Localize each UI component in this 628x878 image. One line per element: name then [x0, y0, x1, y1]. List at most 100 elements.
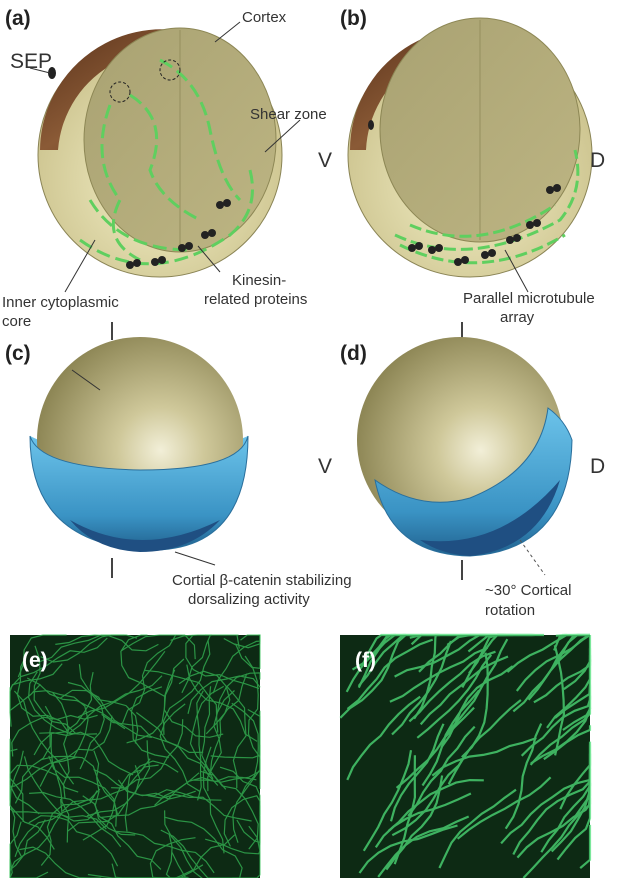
microtubule-fiber — [39, 731, 134, 776]
label-cortex: Cortex — [242, 9, 287, 26]
label-inner-core-1: Inner cytoplasmic — [2, 294, 119, 311]
panel-label-a: (a) — [5, 7, 31, 30]
microtubule-fiber — [199, 770, 259, 850]
micrograph-f — [339, 633, 592, 878]
microtubule-fiber — [13, 690, 75, 785]
panel-label-f: (f) — [355, 649, 376, 672]
microtubule-fiber — [395, 706, 475, 789]
microtubule-fiber — [160, 829, 241, 878]
microtubule-fiber — [446, 638, 509, 734]
label-v-top: V — [318, 149, 332, 172]
microtubule-fiber — [504, 723, 543, 830]
microtubule-fiber — [515, 634, 591, 692]
microtubule-fiber — [512, 780, 591, 856]
microtubule-fiber — [438, 788, 517, 869]
microtubule-fiber — [456, 776, 552, 840]
microtubule-fiber — [419, 655, 509, 726]
microtubule-fiber — [29, 791, 122, 848]
microtubule-fiber — [120, 634, 167, 698]
microtubule-fiber — [553, 633, 568, 651]
label-d-bottom: D — [590, 455, 605, 478]
microtubule-fiber — [9, 808, 107, 830]
microtubule-fiber — [10, 637, 108, 688]
microtubule-fiber — [48, 755, 118, 827]
microtubule-fiber — [447, 699, 522, 785]
microtubule-fiber — [159, 703, 201, 792]
microtubule-fiber — [351, 633, 441, 671]
microtubule-fiber — [67, 765, 141, 832]
microtubule-fiber — [32, 690, 89, 759]
microtubule-fiber — [394, 633, 490, 678]
microtubule-fiber — [186, 664, 258, 742]
microtubule-fiber — [421, 689, 480, 787]
microtubule-fiber — [78, 664, 139, 744]
microtubule-fiber — [27, 671, 98, 735]
microtubule-fiber — [111, 863, 188, 878]
label-kinesin-2: related proteins — [204, 291, 307, 308]
microtubule-fiber — [533, 648, 592, 704]
microtubule-fiber — [40, 634, 125, 663]
panel-b-egg-diagram — [347, 17, 593, 293]
microtubule-fiber — [520, 695, 592, 757]
microtubule-fiber — [216, 672, 261, 714]
panel-d-sphere — [357, 322, 573, 580]
microtubule-fiber — [9, 683, 41, 714]
label-sep: SEP — [10, 50, 52, 73]
microtubule-fiber — [240, 634, 260, 641]
microtubule-fiber — [9, 819, 46, 872]
microtubule-fiber — [185, 634, 260, 690]
microtubule-fiber — [164, 810, 203, 878]
panel-label-e: (e) — [22, 649, 48, 672]
panel-label-b: (b) — [340, 7, 367, 30]
microtubule-fiber — [50, 733, 70, 843]
microtubule-fiber — [170, 852, 188, 878]
microtubule-fiber — [39, 715, 113, 787]
microtubule-fiber — [377, 815, 470, 878]
cortex-band — [40, 29, 230, 150]
microtubule-fiber — [87, 873, 170, 878]
microtubule-fiber — [124, 760, 179, 832]
microtubule-fiber — [33, 671, 94, 756]
microtubule-fiber — [387, 778, 484, 832]
microtubule-fiber — [178, 670, 231, 735]
microtubule-fiber — [11, 714, 98, 757]
microtubule-fiber — [164, 816, 243, 878]
microtubule-fiber — [232, 758, 261, 843]
microtubule-fiber — [19, 846, 102, 878]
microtubules — [79, 58, 254, 266]
label-kinesin-1: Kinesin- — [232, 272, 286, 289]
microtubule-fiber — [23, 756, 99, 822]
microtubule-fiber — [357, 633, 423, 687]
label-parallel-2: array — [500, 309, 535, 326]
label-shear-zone: Shear zone — [250, 106, 327, 123]
microtubule-fiber — [232, 825, 261, 878]
microtubule-fiber — [244, 655, 261, 758]
panel-label-c: (c) — [5, 342, 31, 365]
microtubule-fiber — [9, 748, 40, 815]
microtubule-fiber — [40, 755, 119, 816]
microtubule-fiber — [468, 633, 506, 674]
microtubule-fiber — [413, 633, 439, 720]
microtubule-fiber — [60, 689, 152, 738]
microtubule-fiber — [358, 824, 458, 874]
microtubule-fiber — [120, 634, 196, 660]
microtubule-fiber — [163, 669, 224, 738]
microtubule-fiber — [231, 702, 259, 800]
microtubule-fiber — [407, 725, 476, 817]
microtubule-fiber — [126, 658, 185, 744]
microtubule-fiber — [26, 677, 126, 730]
microtubule-fiber — [189, 685, 224, 780]
microtubule-fiber — [362, 750, 413, 852]
microtubule-fiber — [93, 768, 196, 800]
microtubule-fiber — [67, 681, 105, 770]
microtubule-fiber — [196, 690, 204, 801]
microtubule-fiber — [149, 837, 196, 878]
panel-c-sphere — [29, 322, 249, 578]
micrograph-e — [9, 634, 261, 878]
microtubule-fiber — [210, 710, 261, 759]
sep-mark — [48, 67, 56, 79]
microtubule-fiber — [579, 824, 592, 869]
microtubule-fiber — [101, 713, 204, 754]
microtubule-fiber — [554, 659, 592, 719]
microtubule-fiber — [226, 685, 247, 789]
